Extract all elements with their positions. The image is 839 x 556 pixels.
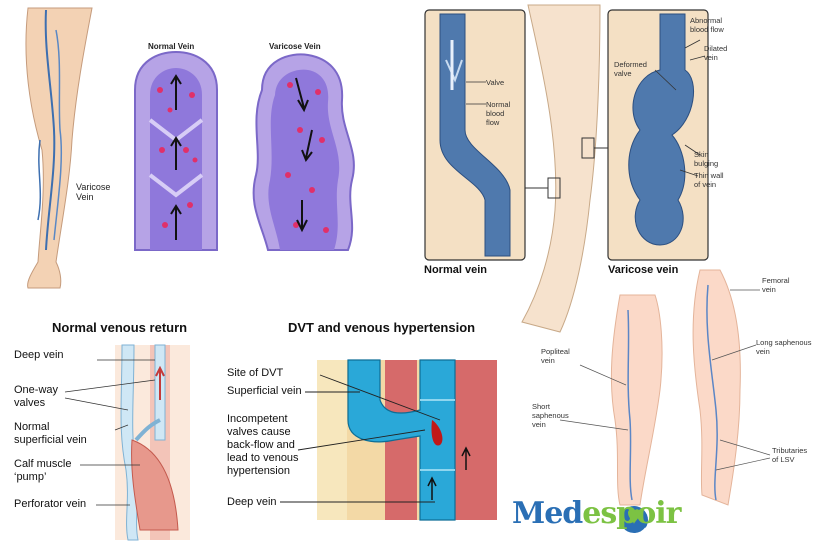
superficial-vein-label: Superficial vein [227,385,302,397]
venous-return-title: Normal venous return [52,320,188,335]
normal-vein-caption: Normal vein [424,264,487,276]
varicose-vein-title: Varicose Vein [269,42,321,51]
deep-vein-label: Deep vein [14,349,64,361]
varicose-vein-label: Varicose Vein [76,182,111,202]
venous-return-diagram [64,344,190,541]
thin-wall-label: Thin wall of vein [694,171,724,189]
short-saphenous-vein-label: Short saphenous vein [532,402,569,429]
varicose-vein-caption: Varicose vein [608,264,679,276]
brand-logo-mark [620,506,648,535]
brand-part-med: Med [512,496,583,531]
one-way-valves-label: One-way valves [14,384,59,409]
long-saphenous-vein-label: Long saphenous vein [756,338,812,356]
dvt-title: DVT and venous hypertension [288,320,476,335]
anatomy-legs [559,269,771,506]
deformed-valve-label: Deformed valve [614,60,647,78]
brand-part-espoir: espoir [582,496,681,531]
dvt-diagram [280,359,497,521]
normal-vein-title: Normal Vein [148,42,195,51]
skin-bulging-label: Skin bulging [694,150,719,168]
varicose-vein-section [252,53,355,251]
brand-wordmark: Medespoir [512,496,681,531]
perforator-vein-label: Perforator vein [14,498,87,510]
femoral-vein-label: Femoral vein [762,276,790,294]
incompetent-valves-label: Incompetent valves cause back-flow and l… [227,413,299,477]
calf-muscle-pump-label: Calf muscle ‘pump’ [14,458,72,483]
dvt-deep-vein-label: Deep vein [227,496,277,508]
detail-panel [424,4,709,333]
normal-superficial-vein-label: Normal superficial vein [14,421,87,446]
tributaries-lsv-label: Tributaries of LSV [772,446,808,464]
site-of-dvt-label: Site of DVT [227,367,284,379]
normal-vein-section [134,50,218,251]
normal-blood-flow-label: Normal blood flow [486,100,511,127]
valve-label: Valve [486,78,505,87]
popliteal-vein-label: Popliteal vein [541,347,570,365]
dilated-vein-label: Dilated vein [704,44,728,62]
abnormal-blood-flow-label: Abnormal blood flow [690,16,724,34]
leg-illustration [25,7,93,289]
